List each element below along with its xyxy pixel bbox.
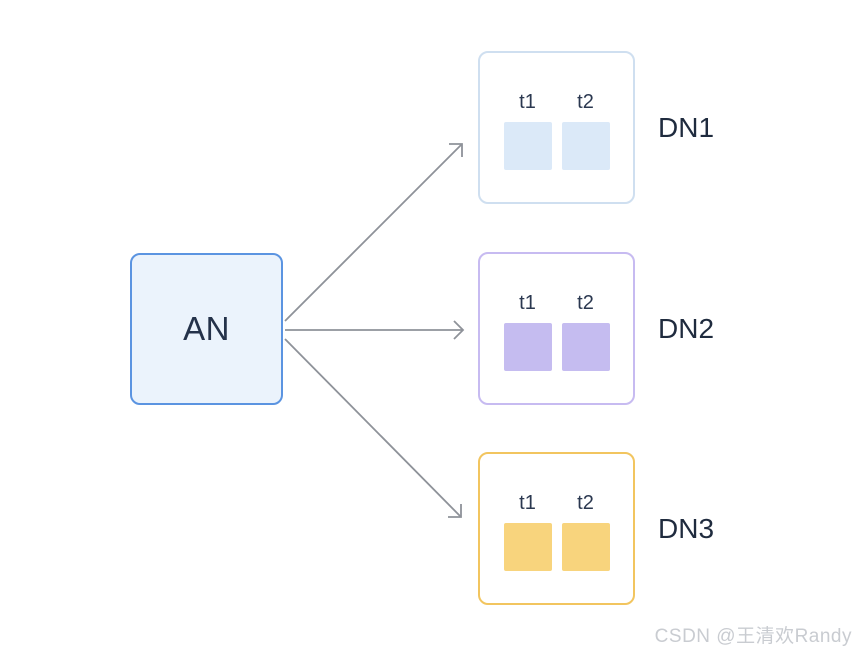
- tile-square: [561, 523, 610, 571]
- dn3-tile-t1: t1: [503, 492, 552, 571]
- tile-square: [503, 523, 552, 571]
- dn1-label: DN1: [658, 111, 715, 143]
- dn3-label: DN3: [658, 512, 715, 544]
- tile-label: t1: [519, 91, 536, 113]
- arrow-an-to-dn3: [284, 338, 462, 518]
- dn3-tiles: t1 t2: [503, 492, 610, 571]
- tile-label: t1: [519, 492, 536, 514]
- arrow-group: [284, 143, 465, 518]
- tile-label: t2: [577, 91, 594, 113]
- tile-square: [561, 122, 610, 170]
- dn1-tile-t2: t2: [561, 91, 610, 170]
- dn2-tile-t2: t2: [561, 292, 610, 371]
- tile-square: [503, 323, 552, 371]
- arrowhead-dn3: [448, 504, 462, 518]
- an-node-label: AN: [183, 310, 230, 347]
- dn1-tiles: t1 t2: [503, 91, 610, 170]
- dn1-tile-t1: t1: [503, 91, 552, 170]
- arrowhead-dn2: [453, 320, 465, 340]
- dn1-node: t1 t2: [478, 51, 635, 204]
- tile-label: t2: [577, 492, 594, 514]
- dn2-label: DN2: [658, 312, 715, 344]
- dn2-tile-t1: t1: [503, 292, 552, 371]
- arrow-an-to-dn1: [284, 143, 463, 322]
- tile-square: [561, 323, 610, 371]
- an-node: AN: [130, 253, 283, 405]
- dn3-node: t1 t2: [478, 452, 635, 605]
- dn3-tile-t2: t2: [561, 492, 610, 571]
- dn2-node: t1 t2: [478, 252, 635, 405]
- dn2-tiles: t1 t2: [503, 292, 610, 371]
- tile-label: t1: [519, 292, 536, 314]
- arrowhead-dn1: [449, 143, 463, 157]
- tile-square: [503, 122, 552, 170]
- tile-label: t2: [577, 292, 594, 314]
- csdn-watermark: CSDN @王清欢Randy: [654, 626, 852, 647]
